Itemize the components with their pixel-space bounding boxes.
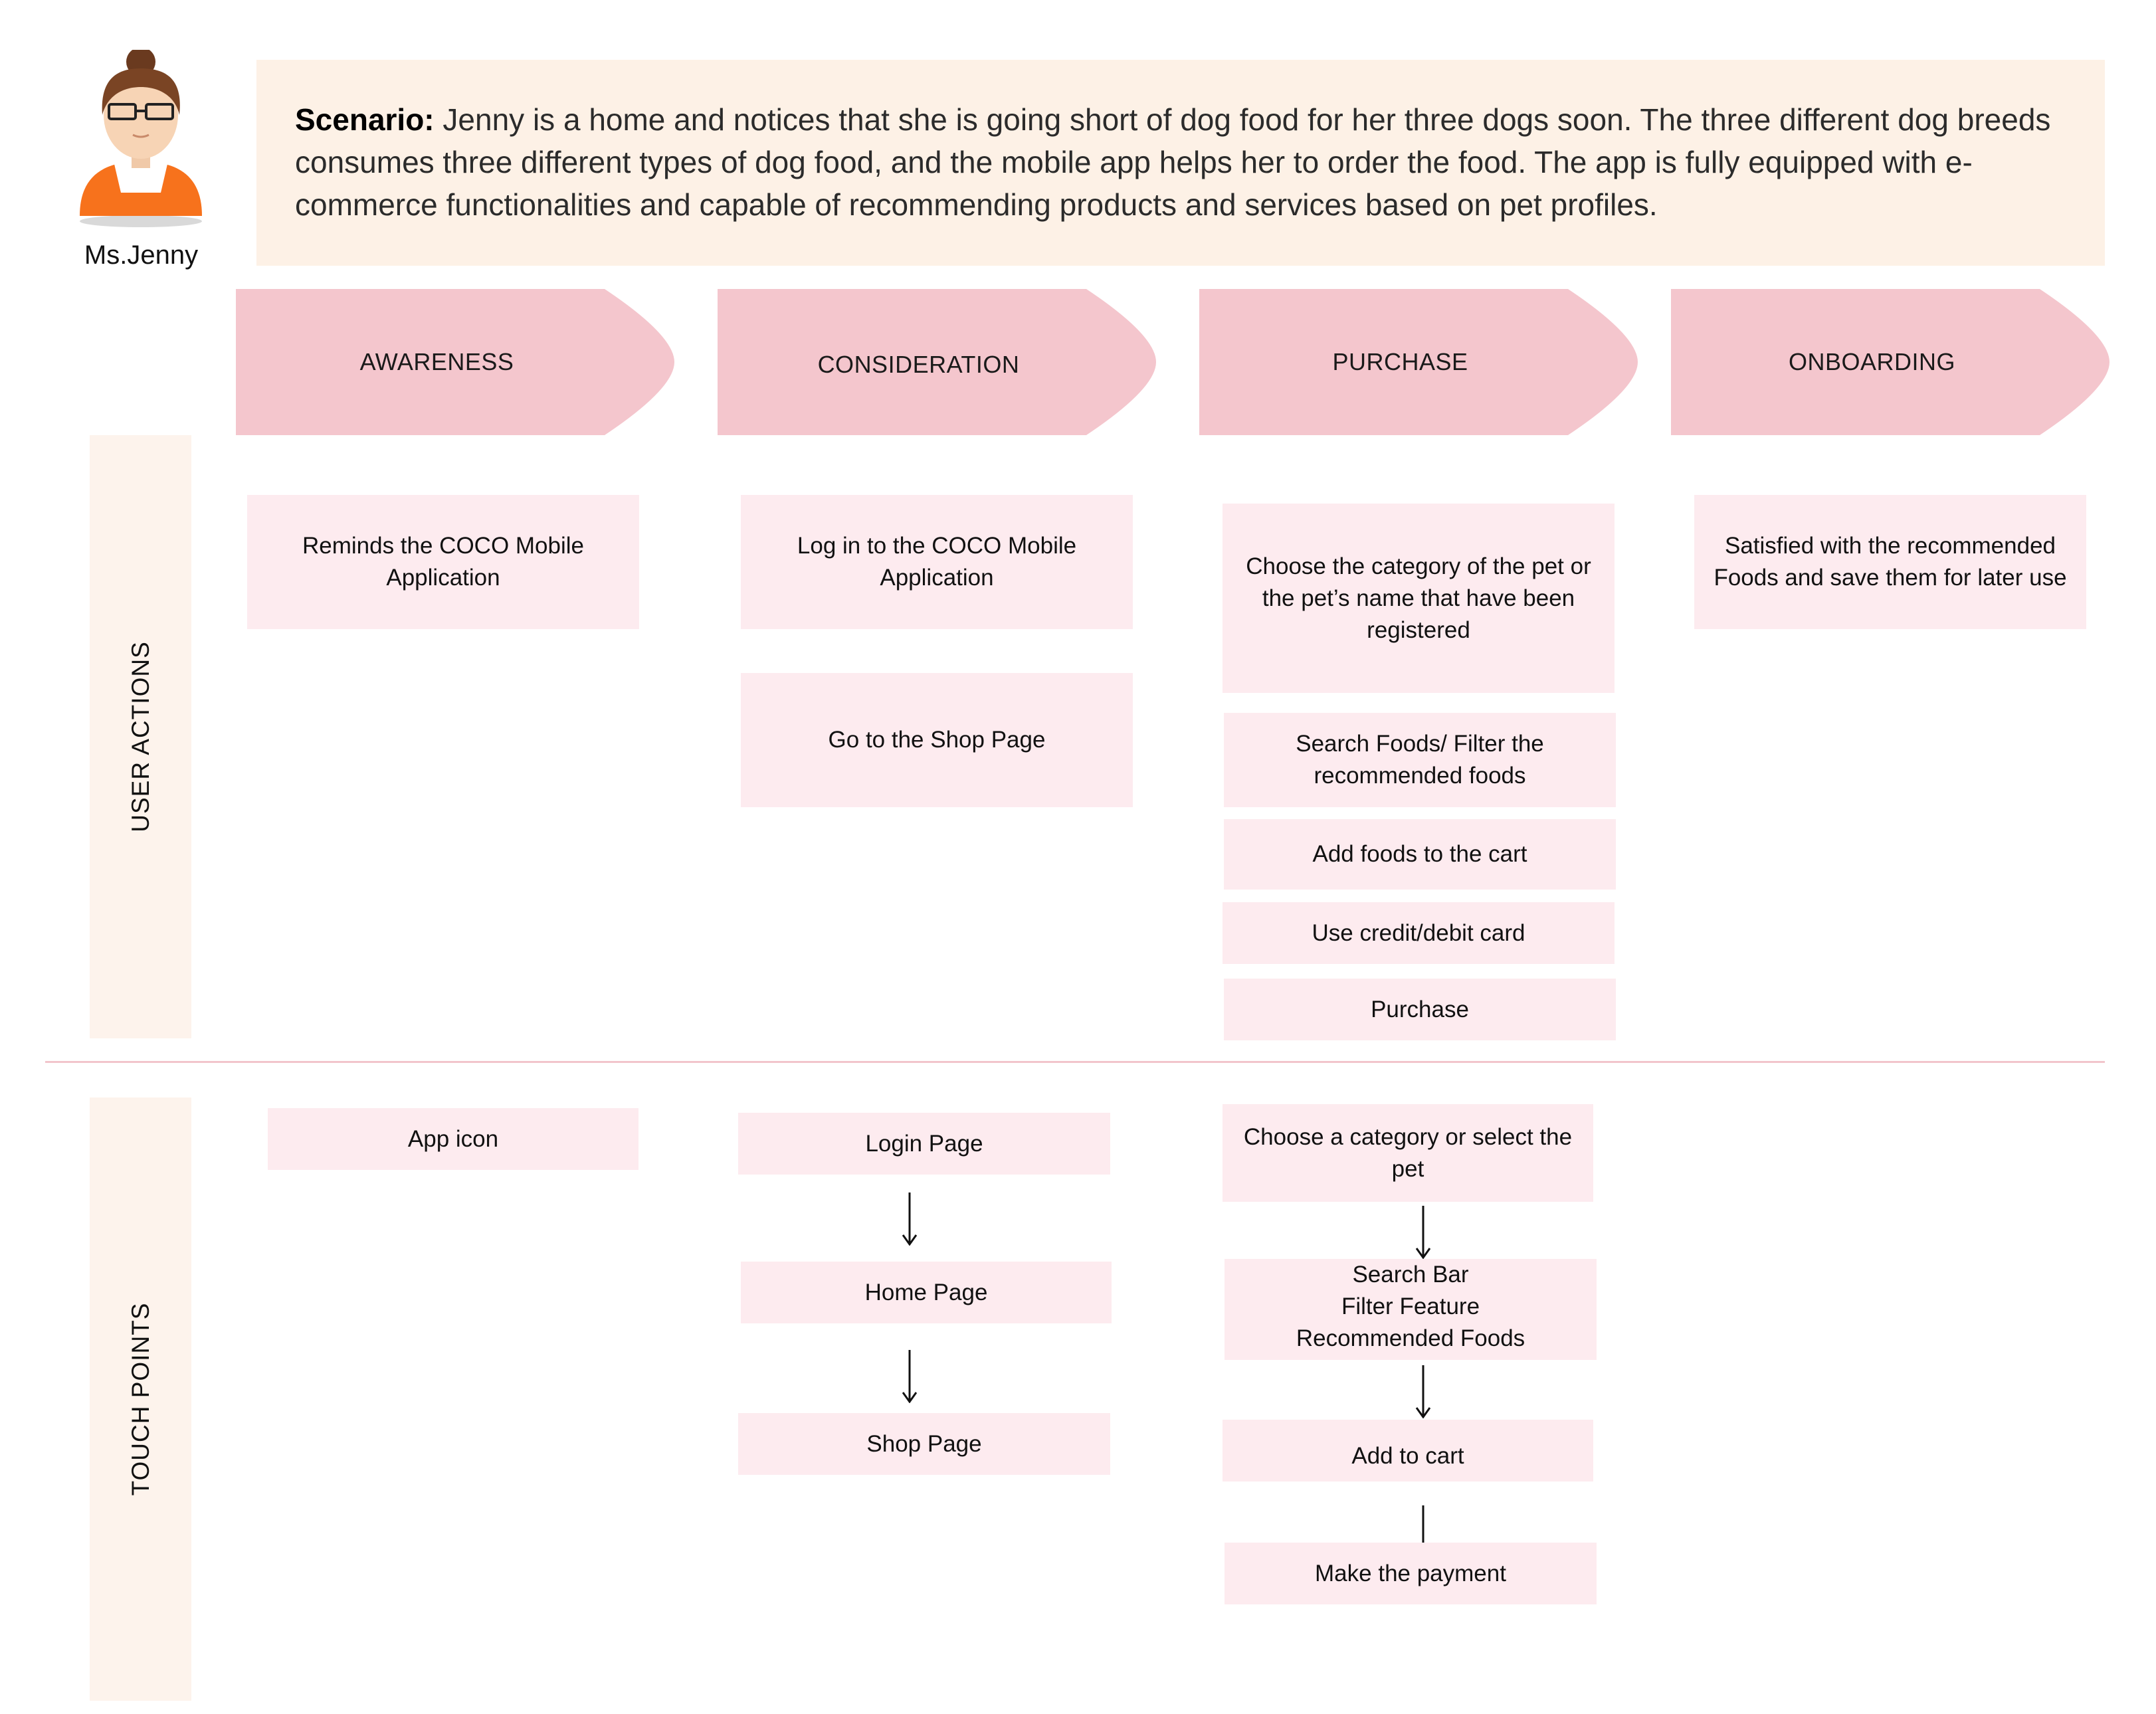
stage-arrow-shape — [718, 289, 1156, 435]
arrow-down-icon — [1415, 1365, 1431, 1418]
touchpoint-card-features: Search Bar Filter Feature Recommended Fo… — [1225, 1259, 1597, 1360]
arrow-down-icon — [902, 1192, 918, 1246]
action-card: Log in to the COCO Mobile Application — [741, 495, 1133, 629]
row-label-user-actions: USER ACTIONS — [90, 435, 191, 1038]
touchpoint-line: Filter Feature — [1341, 1293, 1480, 1319]
touchpoint-card: Home Page — [741, 1262, 1112, 1323]
arrow-down-icon — [1415, 1206, 1431, 1259]
stage-awareness: AWARENESS — [236, 289, 674, 435]
stage-consideration: CONSIDERATION — [718, 289, 1156, 435]
scenario-label: Scenario: — [295, 102, 435, 137]
stage-arrow-shape — [1671, 289, 2109, 435]
touchpoint-card: App icon — [268, 1108, 638, 1170]
action-card: Add foods to the cart — [1224, 819, 1616, 890]
action-card: Choose the category of the pet or the pe… — [1223, 504, 1615, 693]
touchpoint-card: Shop Page — [738, 1413, 1110, 1475]
action-card: Use credit/debit card — [1223, 902, 1615, 964]
touchpoint-card: Make the payment — [1225, 1543, 1597, 1604]
touchpoint-line: Search Bar — [1352, 1262, 1469, 1287]
scenario-text: Jenny is a home and notices that she is … — [295, 102, 2051, 222]
touchpoint-card: Choose a category or select the pet — [1223, 1104, 1593, 1202]
arrow-down-icon — [902, 1350, 918, 1403]
persona-avatar — [73, 47, 209, 229]
stage-onboarding: ONBOARDING — [1671, 289, 2109, 435]
row-label-text: TOUCH POINTS — [126, 1302, 154, 1496]
scenario-box: Scenario: Jenny is a home and notices th… — [256, 60, 2105, 266]
stage-label: AWARENESS — [359, 348, 514, 375]
woman-avatar-icon — [80, 47, 202, 227]
touchpoint-card: Login Page — [738, 1113, 1110, 1175]
stage-arrow-shape — [1199, 289, 1638, 435]
persona-name: Ms.Jenny — [84, 240, 199, 270]
touchpoint-line: Recommended Foods — [1296, 1325, 1525, 1351]
action-card: Go to the Shop Page — [741, 673, 1133, 807]
row-label-text: USER ACTIONS — [126, 641, 154, 832]
stage-label: PURCHASE — [1332, 348, 1468, 375]
stage-label: ONBOARDING — [1788, 348, 1956, 375]
action-card: Satisfied with the recommended Foods and… — [1694, 495, 2086, 629]
stage-arrow-shape — [236, 289, 674, 435]
touchpoint-card: Add to cart — [1223, 1420, 1593, 1481]
row-divider — [45, 1061, 2105, 1063]
stage-purchase: PURCHASE — [1199, 289, 1638, 435]
action-card: Purchase — [1224, 979, 1616, 1040]
row-label-touch-points: TOUCH POINTS — [90, 1097, 191, 1701]
action-card: Search Foods/ Filter the recommended foo… — [1224, 713, 1616, 807]
stage-label: CONSIDERATION — [817, 351, 1020, 378]
action-card: Reminds the COCO Mobile Application — [247, 495, 639, 629]
